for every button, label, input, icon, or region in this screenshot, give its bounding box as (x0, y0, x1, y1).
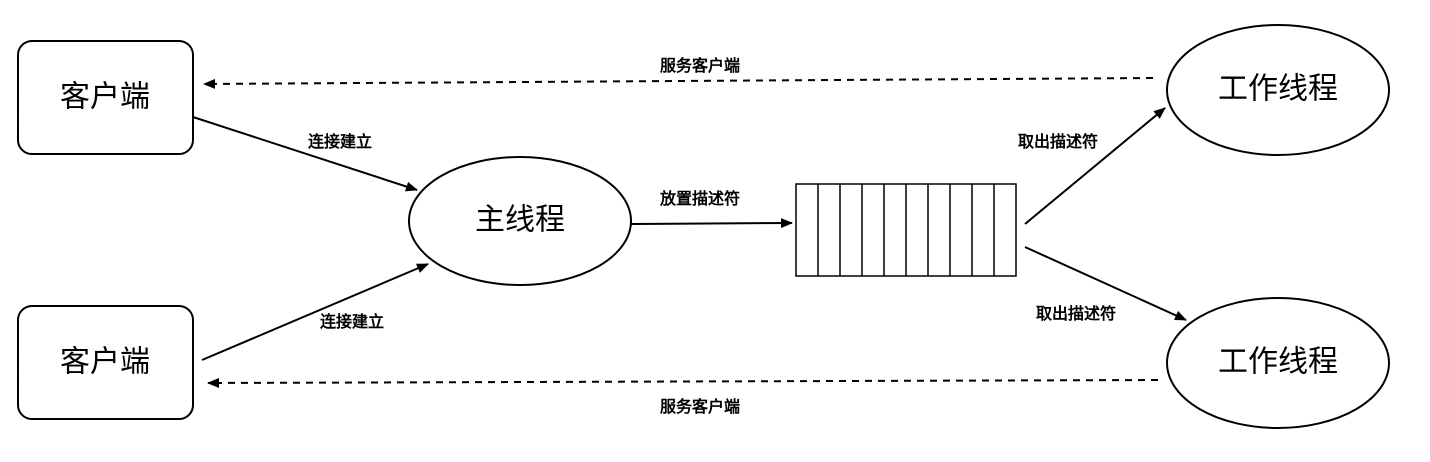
edge-queue-to-worker-top: 取出描述符 (1018, 107, 1166, 225)
edge-client-top-to-main: 连接建立 (192, 116, 418, 192)
edge-client-bottom-to-main: 连接建立 (201, 263, 429, 361)
client-bottom-label: 客户端 (60, 345, 150, 380)
main-thread-node: 主线程 (408, 156, 632, 286)
edge-worker-top-to-client-top: 服务客户端 (203, 56, 1154, 89)
edge-label-connection-top: 连接建立 (308, 132, 372, 151)
worker-bottom-label: 工作线程 (1218, 345, 1338, 380)
worker-top-label: 工作线程 (1218, 72, 1338, 107)
worker-top-node: 工作线程 (1166, 24, 1390, 156)
edge-label-put-descriptor: 放置描述符 (659, 189, 740, 208)
edge-main-to-queue: 放置描述符 (630, 189, 793, 229)
edge-label-connection-bottom: 连接建立 (320, 312, 384, 331)
descriptor-queue (795, 183, 1017, 277)
main-thread-label: 主线程 (475, 203, 565, 238)
edge-label-take-descriptor-bottom: 取出描述符 (1036, 304, 1116, 323)
client-top-label: 客户端 (60, 80, 150, 115)
edge-label-serve-client-top: 服务客户端 (660, 56, 740, 75)
edge-queue-to-worker-bottom: 取出描述符 (1024, 246, 1187, 323)
edge-label-serve-client-bottom: 服务客户端 (660, 397, 740, 416)
worker-bottom-node: 工作线程 (1166, 297, 1390, 429)
client-bottom-node: 客户端 (17, 305, 194, 420)
client-top-node: 客户端 (17, 40, 194, 155)
edge-worker-bottom-to-client-bottom: 服务客户端 (207, 377, 1159, 416)
edge-label-take-descriptor-top: 取出描述符 (1018, 132, 1098, 151)
